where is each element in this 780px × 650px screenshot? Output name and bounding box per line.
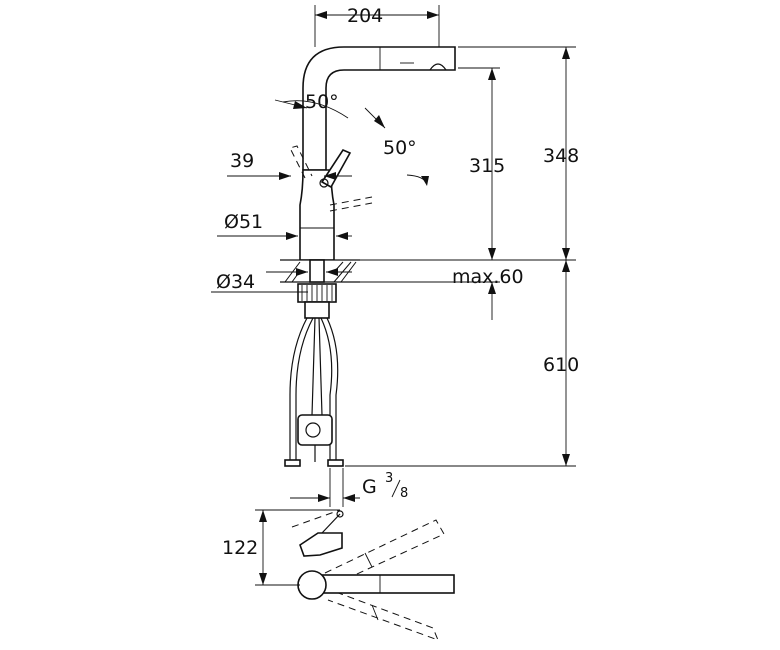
spray-nozzle <box>429 63 447 71</box>
lever-angle-label: 50° <box>383 137 417 159</box>
dimension-spout-angle: 50° <box>274 91 349 119</box>
spout-plan <box>319 574 455 594</box>
depth-label: 122 <box>222 537 258 559</box>
fitting-right <box>327 459 344 467</box>
faucet-elevation <box>280 46 456 467</box>
dimension-d51: Ø51 <box>217 211 352 240</box>
shank <box>309 259 325 283</box>
spout-alt-position-up <box>324 519 445 586</box>
hose-weight-detail <box>305 422 321 438</box>
spout-tube <box>302 46 456 171</box>
lever-alt-position <box>289 145 313 179</box>
supply-hose-right-inner <box>320 317 333 460</box>
supply-hose-left <box>289 317 308 460</box>
thread-numerator: 3 <box>385 471 393 486</box>
deck-thickness-label: max.60 <box>452 266 524 288</box>
lever-plan <box>299 532 343 557</box>
faucet-plan-view <box>291 509 455 641</box>
dimension-max60: max.60 <box>452 266 524 320</box>
supply-hose-right <box>326 317 339 460</box>
threaded-stud <box>304 301 330 319</box>
dimension-348: 348 <box>458 46 579 260</box>
nut-knurl <box>301 285 333 301</box>
dimension-315: 315 <box>458 67 505 260</box>
height-total-label: 348 <box>543 145 579 167</box>
lever-alt-position-2 <box>329 196 373 212</box>
dimension-610: 610 <box>345 260 579 467</box>
swivel-tick-up <box>364 552 373 568</box>
height-spout-label: 315 <box>469 155 505 177</box>
width-label: 204 <box>347 5 383 27</box>
body-diameter-label: Ø51 <box>224 211 263 233</box>
lever-plan-tip <box>336 510 344 518</box>
base-circle <box>297 570 327 600</box>
dimension-204: 204 <box>314 5 440 47</box>
thread-label: G <box>362 476 377 498</box>
deck-reference-line <box>360 259 576 283</box>
dimension-lever-angle: 50° <box>364 107 429 186</box>
lever-plan-stem <box>321 513 341 534</box>
shank-diameter-label: Ø34 <box>216 271 255 293</box>
thread-denominator: 8 <box>400 486 408 501</box>
lever-pivot <box>319 178 329 188</box>
dimension-d34: Ø34 <box>211 268 352 293</box>
lever-handle <box>320 149 352 189</box>
below-deck-label: 610 <box>543 354 579 376</box>
spout-angle-label: 50° <box>305 91 339 113</box>
fitting-left <box>284 459 301 467</box>
swivel-tick-down <box>371 604 379 621</box>
dimension-thread: G 3 8 <box>290 468 408 507</box>
dimension-122: 122 <box>222 509 340 586</box>
dimension-39: 39 <box>227 150 352 180</box>
lever-plan-alt <box>291 509 341 528</box>
lever-offset-label: 39 <box>230 150 254 172</box>
spout-alt-position-down <box>324 587 439 641</box>
supply-hose-left-inner <box>295 317 314 460</box>
pullout-hose <box>311 317 323 416</box>
hose-weight <box>297 414 333 446</box>
